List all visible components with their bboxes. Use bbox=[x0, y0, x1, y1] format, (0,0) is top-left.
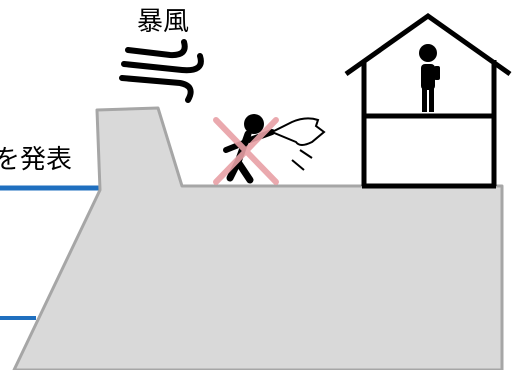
storm-wind-label: 暴風 bbox=[137, 9, 189, 35]
announce-label: を発表 bbox=[0, 147, 72, 173]
seawall-embankment bbox=[14, 108, 502, 370]
person-standing-icon bbox=[419, 44, 440, 112]
umbrella-icon bbox=[272, 118, 324, 170]
wind-icon bbox=[122, 42, 201, 100]
house-icon bbox=[346, 16, 510, 186]
